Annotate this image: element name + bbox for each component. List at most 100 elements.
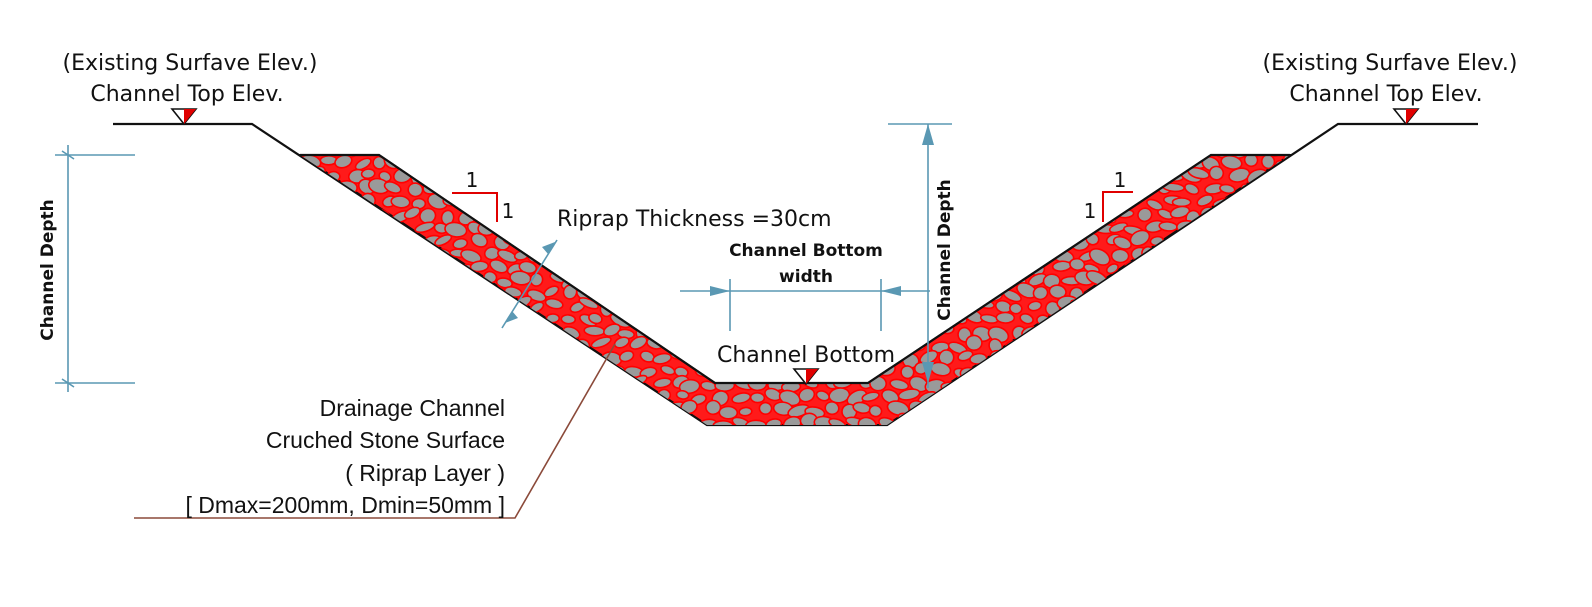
riprap-stone xyxy=(675,389,690,400)
riprap-stone xyxy=(494,350,511,365)
riprap-stone xyxy=(1067,419,1088,425)
riprap-stone xyxy=(1207,347,1231,364)
riprap-stone xyxy=(731,416,751,425)
riprap-stone xyxy=(991,246,1008,259)
riprap-stone xyxy=(722,296,742,313)
riprap-stone xyxy=(1277,246,1290,262)
riprap-stone xyxy=(690,258,712,275)
riprap-stone xyxy=(748,155,767,156)
riprap-stone xyxy=(1199,206,1218,221)
riprap-stone xyxy=(1269,338,1286,353)
riprap-stone xyxy=(1048,233,1065,248)
riprap-stone xyxy=(774,300,789,316)
riprap-stone xyxy=(300,313,319,327)
riprap-stone xyxy=(778,284,802,301)
riprap-stone xyxy=(745,419,767,425)
riprap-stone xyxy=(573,364,591,379)
riprap-stone xyxy=(627,260,644,273)
riprap-stone xyxy=(855,300,870,315)
riprap-stone xyxy=(1200,418,1219,425)
riprap-stone xyxy=(1056,295,1080,312)
riprap-stone xyxy=(1206,373,1230,390)
riprap-stone xyxy=(1196,194,1214,207)
riprap-stone xyxy=(388,341,408,352)
riprap-stone xyxy=(1241,294,1262,312)
riprap-stone xyxy=(1152,263,1173,276)
riprap-stone xyxy=(414,221,436,234)
riprap-stone xyxy=(655,328,670,340)
riprap-stone xyxy=(633,167,652,184)
riprap-stone xyxy=(1176,219,1199,235)
riprap-stone xyxy=(427,166,448,181)
riprap-stone xyxy=(1258,208,1274,219)
riprap-stone xyxy=(400,364,419,379)
riprap-stone xyxy=(588,312,603,325)
riprap-stone xyxy=(1228,167,1251,183)
riprap-stone xyxy=(513,168,531,185)
riprap-stone xyxy=(957,349,974,362)
riprap-stone xyxy=(300,300,311,312)
riprap-stone xyxy=(978,155,995,170)
riprap-stone xyxy=(959,377,974,389)
riprap-stone xyxy=(495,324,512,339)
riprap-stone xyxy=(669,275,685,289)
riprap-stone xyxy=(828,417,847,425)
riprap-stone xyxy=(1243,378,1266,393)
riprap-stone xyxy=(675,234,691,246)
riprap-stone xyxy=(1218,212,1232,224)
riprap-stone xyxy=(541,186,558,198)
riprap-stone xyxy=(597,405,615,419)
riprap-stone xyxy=(1264,196,1279,209)
riprap-stone xyxy=(800,324,818,337)
riprap-stone xyxy=(1248,339,1271,353)
riprap-stone xyxy=(949,413,964,425)
riprap-stone xyxy=(910,155,927,168)
riprap-stone xyxy=(590,336,612,349)
riprap-stone xyxy=(1020,155,1037,172)
riprap-stone xyxy=(1126,169,1141,185)
riprap-stone xyxy=(654,179,676,193)
riprap-stone xyxy=(319,285,337,296)
riprap-stone xyxy=(865,155,882,168)
riprap-stone xyxy=(475,208,496,222)
riprap-stone xyxy=(647,314,664,329)
riprap-stone xyxy=(959,366,980,381)
riprap-stone xyxy=(1162,327,1185,341)
riprap-stone xyxy=(510,399,531,416)
riprap-stone xyxy=(303,374,327,391)
riprap-stone xyxy=(1056,155,1074,157)
riprap-stone xyxy=(490,178,506,194)
riprap-stone xyxy=(1254,236,1276,247)
riprap-stone xyxy=(562,250,580,261)
riprap-stone xyxy=(730,286,746,301)
riprap-stone xyxy=(383,181,402,194)
riprap-stone xyxy=(304,285,324,301)
riprap-stone xyxy=(972,194,991,206)
riprap-stone xyxy=(454,283,478,302)
riprap-stone xyxy=(444,347,462,363)
riprap-stone xyxy=(324,379,343,395)
note-line4: [ Dmax=200mm, Dmin=50mm ] xyxy=(185,492,505,518)
riprap-stone xyxy=(521,155,536,169)
bottom-width-dimension: Channel Bottom width xyxy=(680,241,930,331)
riprap-stone xyxy=(1194,273,1217,285)
riprap-stone xyxy=(652,275,672,290)
riprap-stone xyxy=(1264,301,1279,316)
riprap-stone xyxy=(359,223,380,237)
riprap-stone xyxy=(1205,231,1229,248)
riprap-stone xyxy=(1032,366,1048,381)
riprap-stone xyxy=(480,324,498,336)
riprap-stone xyxy=(992,377,1009,390)
riprap-stone xyxy=(481,194,501,209)
riprap-stone xyxy=(555,260,572,274)
riprap-stone xyxy=(1057,219,1079,235)
riprap-stone xyxy=(368,340,384,355)
riprap-stone xyxy=(1069,299,1091,313)
riprap-stone xyxy=(895,184,912,196)
riprap-stone xyxy=(1219,183,1236,195)
riprap-stone xyxy=(1198,287,1221,300)
riprap-stone xyxy=(805,299,827,312)
riprap-stone xyxy=(526,365,542,376)
riprap-stone xyxy=(1164,362,1183,375)
riprap-stone xyxy=(479,377,500,394)
